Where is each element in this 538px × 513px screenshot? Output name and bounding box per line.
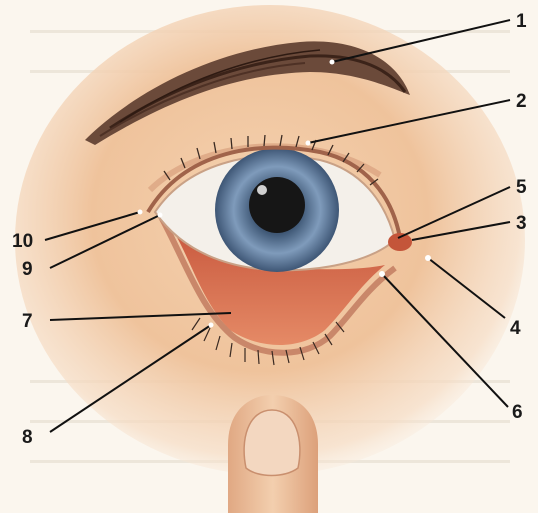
pupil-highlight xyxy=(257,185,267,195)
label-9: 9 xyxy=(22,259,33,280)
label-7: 7 xyxy=(22,311,33,332)
label-3: 3 xyxy=(516,213,527,234)
label-6: 6 xyxy=(512,402,523,423)
label-2: 2 xyxy=(516,91,527,112)
label-1: 1 xyxy=(516,11,527,32)
label-4: 4 xyxy=(510,318,521,339)
label-8: 8 xyxy=(22,427,33,448)
caruncle xyxy=(388,233,412,251)
label-5: 5 xyxy=(516,177,527,198)
pupil xyxy=(249,177,305,233)
label-10: 10 xyxy=(12,231,33,252)
thumb xyxy=(228,395,318,513)
